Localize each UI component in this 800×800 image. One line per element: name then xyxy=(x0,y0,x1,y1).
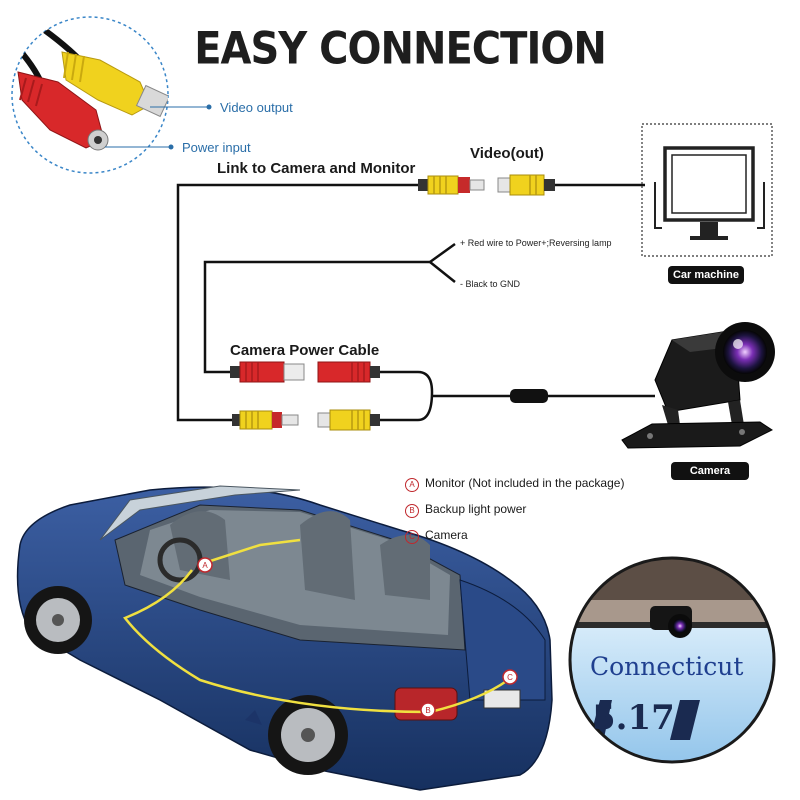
label-black-wire: - Black to GND xyxy=(460,279,521,289)
power-plug-female xyxy=(317,361,380,383)
car-marker-a: A xyxy=(202,561,208,570)
legend-marker-b: B xyxy=(405,504,419,518)
rca-lower-plug-right xyxy=(317,409,380,431)
inset-yellow-rca-plug xyxy=(61,51,168,118)
headline: EASY CONNECTION xyxy=(194,23,607,75)
inline-fuse xyxy=(510,389,548,403)
car-illustration: A B C xyxy=(16,485,553,791)
legend-text-monitor: Monitor (Not included in the package) xyxy=(425,476,625,490)
camera-icon xyxy=(621,322,775,449)
plate-number-text: 5.17 xyxy=(592,698,675,738)
badge-car-machine: Car machine xyxy=(668,266,744,284)
car-marker-b: B xyxy=(425,706,430,715)
legend-marker-c: C xyxy=(405,530,419,544)
label-camera-power-cable: Camera Power Cable xyxy=(230,342,380,359)
legend-item-monitor: A Monitor (Not included in the package) xyxy=(405,476,624,492)
monitor-icon xyxy=(641,123,773,257)
plate-state-text: Connecticut xyxy=(590,652,744,681)
legend-text-camera: Camera xyxy=(425,528,468,542)
connector-inset xyxy=(11,16,169,174)
car-marker-c: C xyxy=(507,673,513,682)
rca-video-plug-left xyxy=(418,175,485,195)
callout-leaders xyxy=(105,104,212,150)
legend-item-backup-light: B Backup light power xyxy=(405,502,526,518)
legend-text-backup-light: Backup light power xyxy=(425,502,527,516)
power-plug-male xyxy=(230,361,305,383)
badge-camera: Camera xyxy=(671,462,749,480)
label-link-camera-monitor: Link to Camera and Monitor xyxy=(217,160,416,177)
callout-video-output: Video output xyxy=(220,100,293,115)
car-wiring-route xyxy=(122,569,509,714)
rca-video-plug-right xyxy=(497,174,555,196)
rca-lower-plug-left xyxy=(232,410,299,430)
callout-power-input: Power input xyxy=(182,140,251,155)
wiring-lines xyxy=(176,183,655,422)
legend-item-camera: C Camera xyxy=(405,528,468,544)
label-video-out: Video(out) xyxy=(470,145,544,162)
legend-marker-a: A xyxy=(405,478,419,492)
label-red-wire: + Red wire to Power+;Reversing lamp xyxy=(460,238,612,248)
inset-red-power-plug xyxy=(17,71,109,151)
